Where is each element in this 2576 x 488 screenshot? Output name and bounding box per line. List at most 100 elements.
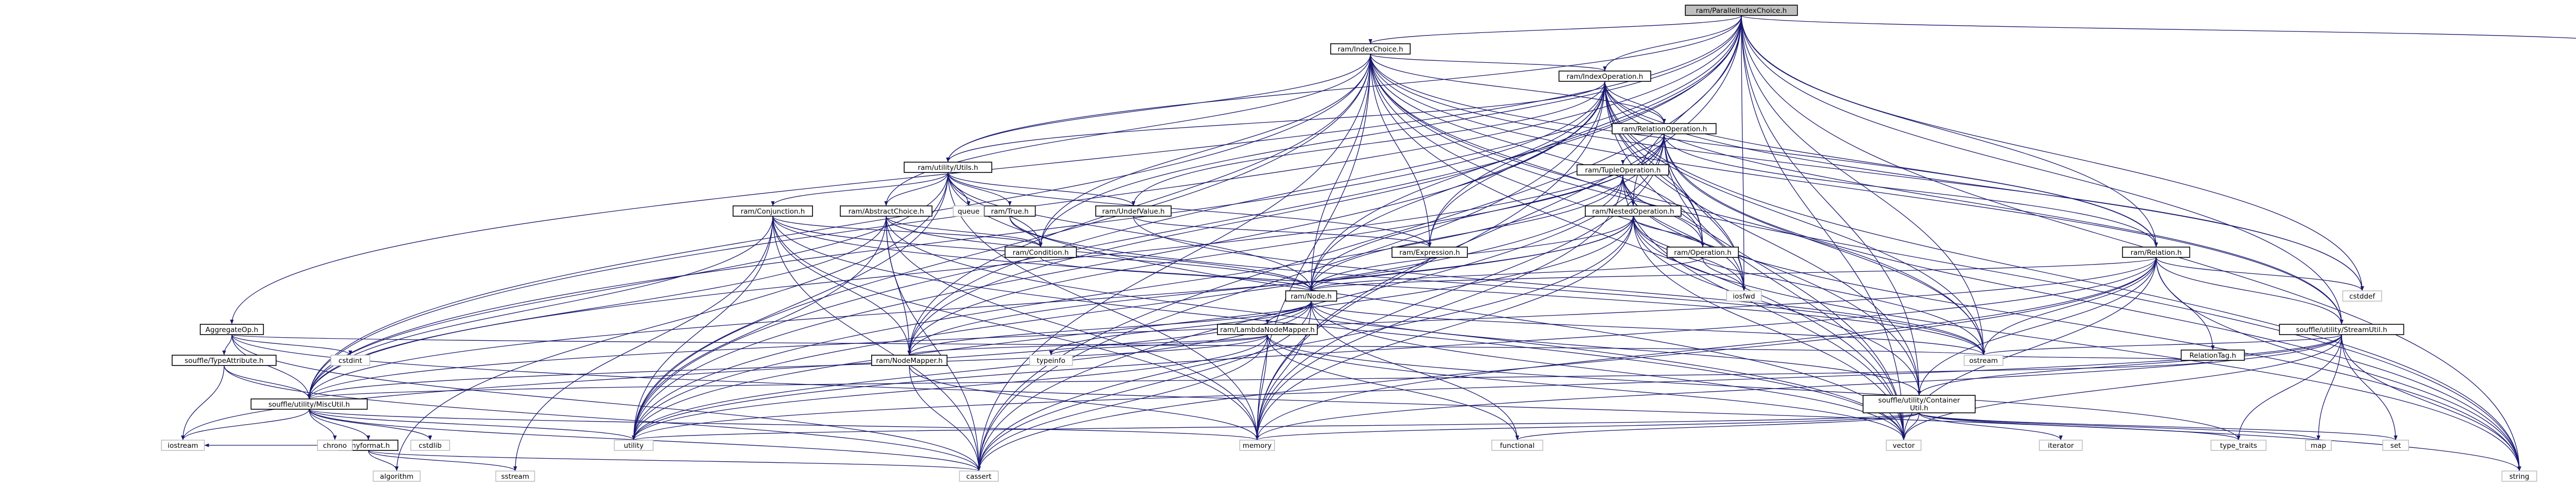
edge-aggregateop-to-cstdint	[231, 334, 352, 356]
node-label: souffle/utility/StreamUtil.h	[2296, 326, 2387, 334]
edge-utils-to-undefvalue	[947, 172, 1136, 206]
node-label: ram/Node.h	[1291, 292, 1332, 301]
node-node[interactable]: ram/Node.h	[1285, 290, 1337, 302]
edge-relationoperation-to-miscutil	[307, 133, 1665, 399]
node-conjunction[interactable]: ram/Conjunction.h	[733, 205, 813, 217]
edge-indexchoice-to-containerutil	[1370, 54, 1921, 396]
edge-indexchoice-to-streamutil	[1370, 54, 2344, 325]
node-box	[840, 205, 933, 217]
edge-abstractchoice-to-utility	[632, 216, 887, 441]
node-iostream: iostream	[161, 440, 205, 451]
edge-indexoperation-to-nodemapper	[907, 81, 1605, 356]
node-label: ostream	[1969, 357, 1998, 365]
node-abstractchoice[interactable]: ram/AbstractChoice.h	[840, 205, 933, 217]
node-expression[interactable]: ram/Expression.h	[1392, 247, 1468, 258]
node-nodemapper[interactable]: ram/NodeMapper.h	[871, 355, 948, 366]
edge-utils-to-memory	[947, 172, 1259, 441]
node-cstdint: cstdint	[330, 355, 370, 366]
node-label: ram/NodeMapper.h	[876, 357, 942, 365]
node-algorithm: algorithm	[372, 470, 421, 482]
node-streamutil[interactable]: souffle/utility/StreamUtil.h	[2279, 324, 2404, 335]
node-condition[interactable]: ram/Condition.h	[1004, 247, 1077, 258]
node-tupleoperation[interactable]: ram/TupleOperation.h	[1577, 164, 1669, 176]
node-true[interactable]: ram/True.h	[984, 205, 1036, 217]
edge-streamutil-to-containerutil	[1917, 334, 2342, 396]
node-indexchoice[interactable]: ram/IndexChoice.h	[1330, 43, 1411, 55]
node-box	[1217, 324, 1318, 335]
edge-indexchoice-to-string	[1370, 54, 2521, 472]
edge-utils-to-expression	[947, 172, 1432, 248]
node-box	[199, 324, 264, 335]
node-label: utility	[624, 442, 643, 450]
edge-tupleoperation-to-string	[1622, 175, 2521, 472]
node-undefvalue[interactable]: ram/UndefValue.h	[1095, 205, 1172, 217]
edge-true-to-condition	[1009, 216, 1043, 248]
node-lambdanodemapper[interactable]: ram/LambdaNodeMapper.h	[1217, 324, 1318, 335]
node-typeattribute[interactable]: souffle/TypeAttribute.h	[172, 355, 277, 366]
edge-tinyformat-to-algorithm	[368, 450, 399, 472]
node-tinyformat[interactable]: tinyformat.h	[338, 440, 399, 451]
node-label: ram/Relation.h	[2130, 249, 2181, 257]
edge-indexoperation-to-miscutil	[307, 81, 1605, 399]
edge-relationoperation-to-utility	[632, 133, 1665, 441]
node-miscutil[interactable]: souffle/utility/MiscUtil.h	[250, 398, 368, 410]
node-box	[1612, 123, 1717, 134]
node-box	[1666, 247, 1739, 258]
node-relationoperation[interactable]: ram/RelationOperation.h	[1612, 123, 1717, 134]
edge-indexchoice-to-vector	[1370, 54, 1906, 441]
node-utils[interactable]: ram/utility/Utils.h	[904, 162, 992, 173]
edge-containerutil-to-type-traits	[1919, 412, 2241, 441]
node-ostream: ostream	[1963, 355, 2004, 366]
edge-expression-to-node	[1309, 257, 1430, 291]
edge-lambdanodemapper-to-utility	[632, 334, 1268, 441]
edge-relation-to-streamutil	[2156, 257, 2344, 325]
edge-nestedoperation-to-node	[1309, 216, 1634, 291]
edge-streamutil-to-ostream	[1981, 334, 2342, 356]
edge-miscutil-to-memory	[309, 409, 1259, 441]
node-relationtag[interactable]: RelationTag.h	[2180, 350, 2245, 361]
edge-miscutil-to-iostream	[181, 409, 310, 441]
edge-indexchoice-to-memory	[1255, 54, 1371, 441]
node-relation[interactable]: ram/Relation.h	[2122, 247, 2191, 258]
edge-relation-to-containerutil	[1917, 257, 2157, 396]
edge-nestedoperation-to-operation	[1633, 216, 1705, 248]
edge-tupleoperation-to-memory	[1255, 175, 1623, 441]
edge-layer	[181, 15, 2576, 472]
node-root[interactable]: ram/ParallelIndexChoice.h	[1685, 5, 1798, 16]
edge-utils-to-conjunction	[771, 172, 948, 206]
edge-aggregateop-to-typeattribute	[222, 334, 232, 356]
node-operation[interactable]: ram/Operation.h	[1666, 247, 1739, 258]
edge-aggregateop-to-ostream	[231, 334, 1985, 356]
node-label: set	[2391, 442, 2401, 450]
node-indexoperation[interactable]: ram/IndexOperation.h	[1558, 71, 1651, 82]
edge-root-to-vector	[1741, 15, 1906, 441]
edge-lambdanodemapper-to-type-traits	[1267, 334, 2241, 441]
edge-typeattribute-to-cassert	[224, 365, 981, 472]
node-box	[733, 205, 813, 217]
node-box	[2305, 440, 2332, 451]
node-label: AggregateOp.h	[206, 326, 258, 334]
edge-relationtag-to-miscutil	[308, 360, 2213, 399]
node-box	[614, 440, 654, 451]
node-box	[871, 355, 948, 366]
edge-indexchoice-to-utils	[946, 54, 1371, 163]
edge-streamutil-to-type-traits	[2236, 334, 2342, 441]
edge-root-to-condition	[1039, 15, 1742, 248]
node-box	[1558, 71, 1651, 82]
edge-root-to-abstractparallel	[1741, 15, 2576, 39]
node-label: ram/NestedOperation.h	[1592, 207, 1674, 216]
edge-streamutil-to-set	[2341, 334, 2398, 441]
edge-indexoperation-to-relationoperation	[1604, 81, 1666, 124]
edge-relationoperation-to-string	[1664, 133, 2521, 472]
node-box	[2210, 440, 2267, 451]
node-aggregateop[interactable]: AggregateOp.h	[199, 324, 264, 335]
node-label: cstdint	[338, 357, 362, 365]
edge-tupleoperation-to-utility	[632, 175, 1623, 441]
edge-relation-to-cassert	[977, 257, 2157, 472]
node-box	[317, 440, 353, 451]
node-nestedoperation[interactable]: ram/NestedOperation.h	[1585, 205, 1682, 217]
edge-indexchoice-to-indexoperation	[1370, 54, 1607, 72]
node-label: algorithm	[380, 473, 413, 481]
